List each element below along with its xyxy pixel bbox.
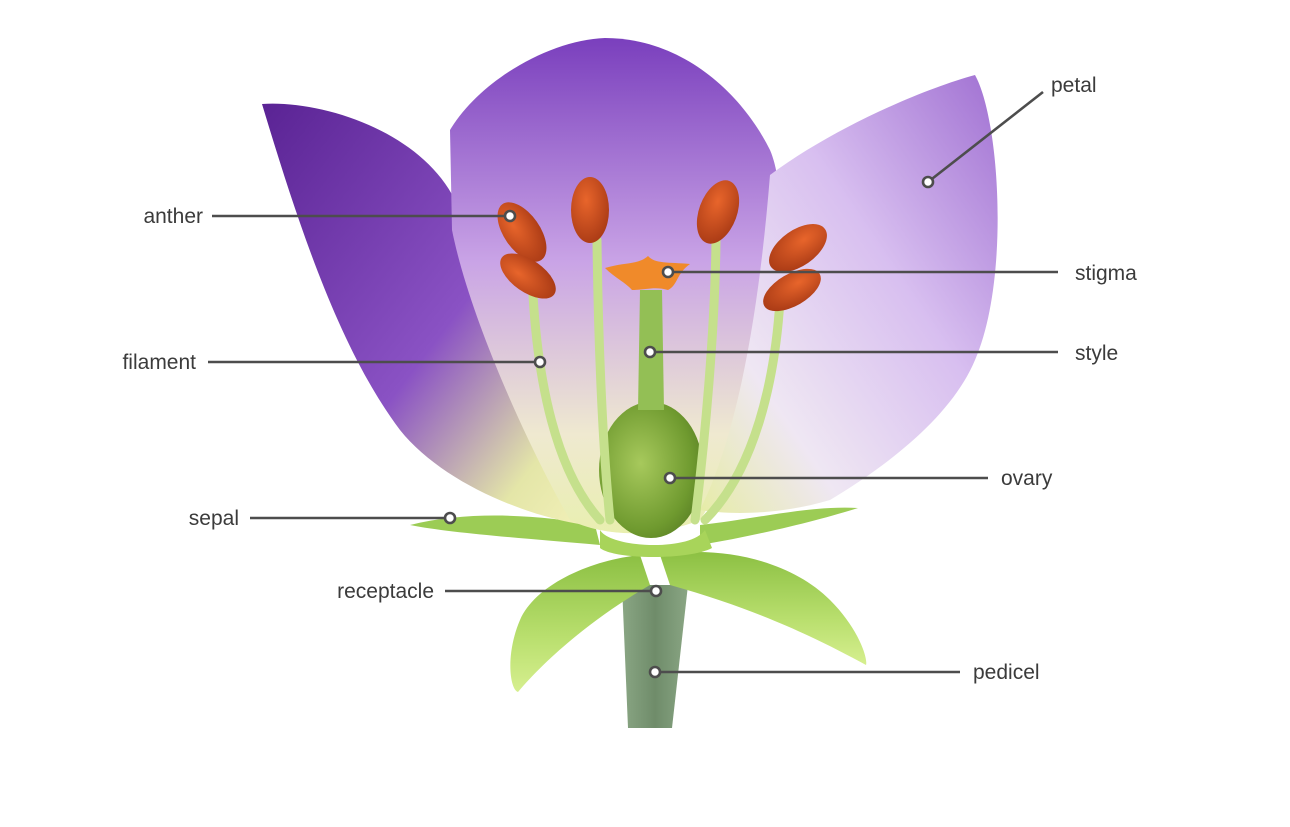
pedicel-shape bbox=[622, 585, 688, 728]
label-filament: filament bbox=[122, 351, 196, 374]
label-sepal: sepal bbox=[189, 507, 239, 530]
label-pedicel: pedicel bbox=[973, 661, 1040, 684]
label-style: style bbox=[1075, 342, 1118, 365]
receptacle-shape bbox=[600, 530, 712, 557]
label-ovary: ovary bbox=[1001, 467, 1053, 490]
leader-lines bbox=[208, 90, 1058, 674]
stigma-shape bbox=[605, 256, 690, 290]
label-petal: petal bbox=[1051, 74, 1097, 97]
label-stigma: stigma bbox=[1075, 262, 1137, 285]
sepals bbox=[410, 507, 867, 692]
filaments bbox=[528, 235, 785, 525]
ovary-shape bbox=[599, 402, 703, 538]
anthers bbox=[497, 177, 827, 312]
leader-dots bbox=[443, 175, 935, 679]
label-receptacle: receptacle bbox=[337, 580, 434, 603]
label-anther: anther bbox=[143, 205, 203, 228]
